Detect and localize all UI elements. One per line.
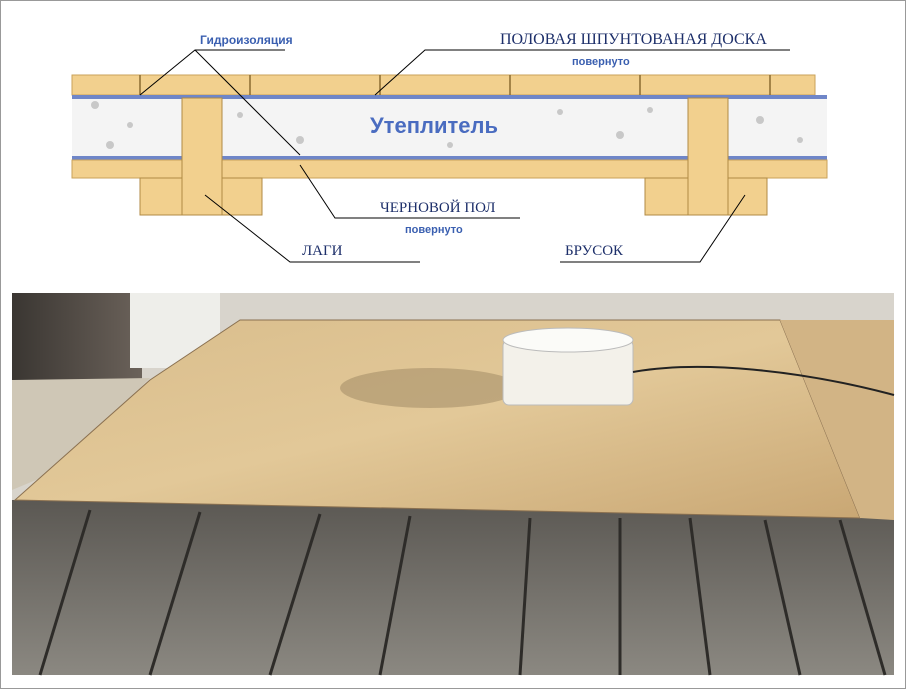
joist-left bbox=[181, 97, 223, 216]
label-joists: ЛАГИ bbox=[302, 243, 343, 259]
label-subfloor: ЧЕРНОВОЙ ПОЛ bbox=[380, 199, 495, 216]
cross-section bbox=[71, 49, 828, 263]
floor-board-layer bbox=[71, 74, 816, 96]
label-floor-board: ПОЛОВАЯ ШПУНТОВАНАЯ ДОСКА bbox=[500, 31, 767, 48]
label-insulation: Утеплитель bbox=[370, 113, 498, 138]
photo-plywood-floor bbox=[12, 293, 895, 676]
joist-right bbox=[687, 97, 729, 216]
label-floor-board-note: повернуто bbox=[572, 56, 630, 68]
subfloor-layer bbox=[71, 159, 828, 179]
waterproofing-membrane-bottom bbox=[72, 156, 827, 160]
label-waterproofing: Гидроизоляция bbox=[200, 33, 293, 47]
photo-cable bbox=[632, 365, 895, 396]
leader-lines bbox=[139, 49, 790, 263]
label-subfloor-note: повернуто bbox=[405, 224, 463, 236]
photo-old-planks bbox=[12, 500, 894, 675]
photo-wall-corner bbox=[12, 293, 142, 383]
label-beam: БРУСОК bbox=[565, 243, 624, 259]
waterproofing-membrane-top bbox=[72, 95, 827, 99]
